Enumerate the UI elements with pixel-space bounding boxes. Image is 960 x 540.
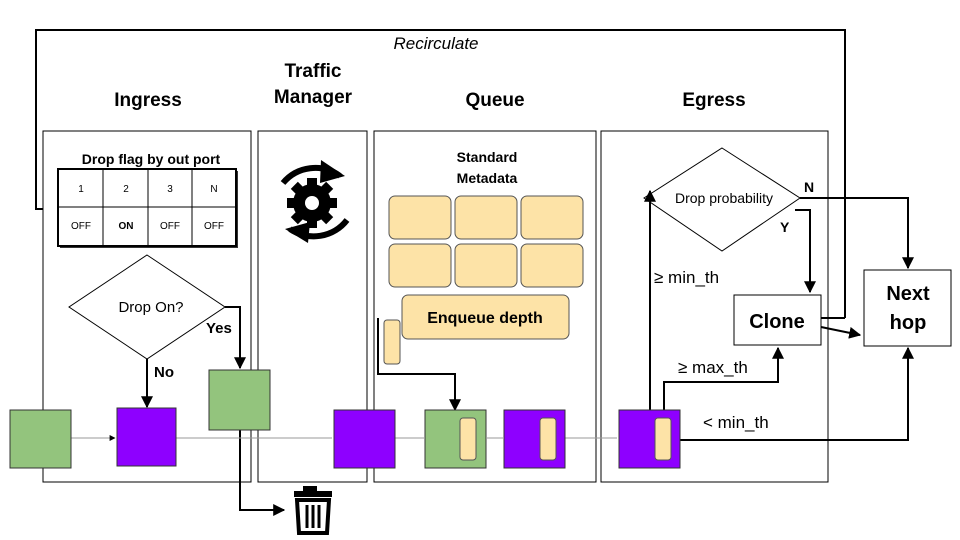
drop-flag-table-title: Drop flag by out port xyxy=(82,151,221,167)
ge-min-threshold-label: ≥ min_th xyxy=(654,268,719,287)
standard-metadata-title-line1: Standard xyxy=(457,149,518,165)
enqueue-depth-tag xyxy=(383,319,401,365)
drop-on-yes-arrow xyxy=(225,306,246,370)
drop-probability-y-label: Y xyxy=(780,219,790,235)
drop-probability-y-arrow xyxy=(795,209,816,294)
metadata-field xyxy=(520,243,584,288)
ingress-title: Ingress xyxy=(114,90,182,111)
port-header-3: 3 xyxy=(167,184,173,195)
enqueue-depth-field xyxy=(401,294,570,340)
recirculate-label: Recirculate xyxy=(393,34,478,53)
drop-on-no-label: No xyxy=(154,364,174,381)
next-hop-box xyxy=(863,269,952,347)
enqueue-depth-label: Enqueue depth xyxy=(427,310,543,327)
green-packet-queued xyxy=(424,409,487,469)
port-header-1: 1 xyxy=(78,184,84,195)
egress-title: Egress xyxy=(682,90,745,111)
drop-on-yes-label: Yes xyxy=(206,320,232,337)
enqueue-depth-tag xyxy=(459,417,477,461)
port-state-2: ON xyxy=(119,221,134,232)
metadata-field xyxy=(454,243,518,288)
port-state-3: OFF xyxy=(160,221,180,232)
purple-packet xyxy=(116,407,177,467)
drop-on-question: Drop On? xyxy=(118,299,183,316)
metadata-fields xyxy=(388,195,584,288)
metadata-field xyxy=(454,195,518,240)
clone-label: Clone xyxy=(749,311,805,333)
standard-metadata-title-line2: Metadata xyxy=(457,170,518,186)
traffic-manager-title-line1: Traffic xyxy=(284,61,341,82)
port-state-n: OFF xyxy=(204,221,224,232)
port-header-n: N xyxy=(210,184,217,195)
drop-flag-table: 1 2 3 N OFF ON OFF OFF xyxy=(57,168,238,248)
gear-cycle-icon xyxy=(280,160,350,243)
drop-probability-question: Drop probability xyxy=(675,190,773,206)
enqueue-depth-arrow xyxy=(377,318,461,412)
ge-max-threshold-arrow xyxy=(663,346,784,410)
clone-box xyxy=(733,294,822,346)
purple-packet xyxy=(333,409,396,469)
enqueue-depth-tag xyxy=(539,417,557,461)
drop-probability-decision xyxy=(643,147,801,252)
lt-min-threshold-label: < min_th xyxy=(703,413,769,432)
drop-probability-n-label: N xyxy=(804,179,814,195)
lt-min-threshold-arrow xyxy=(674,346,914,441)
drop-to-trash-arrow xyxy=(239,430,286,516)
clone-to-next-hop-arrow xyxy=(820,326,862,339)
next-hop-label-line2: hop xyxy=(890,312,927,334)
metadata-field xyxy=(520,195,584,240)
trash-icon xyxy=(294,486,332,535)
green-packet-dropped xyxy=(208,369,271,431)
drop-probability-n-arrow xyxy=(800,197,914,270)
enqueue-depth-tag xyxy=(654,417,672,461)
green-packet xyxy=(9,409,72,469)
traffic-manager-title-line2: Manager xyxy=(274,87,353,108)
next-hop-label-line1: Next xyxy=(886,283,930,305)
ge-max-threshold-label: ≥ max_th xyxy=(678,358,748,377)
metadata-field xyxy=(388,243,452,288)
port-header-2: 2 xyxy=(123,184,129,195)
port-state-1: OFF xyxy=(71,221,91,232)
metadata-field xyxy=(388,195,452,240)
queue-title: Queue xyxy=(465,90,524,111)
